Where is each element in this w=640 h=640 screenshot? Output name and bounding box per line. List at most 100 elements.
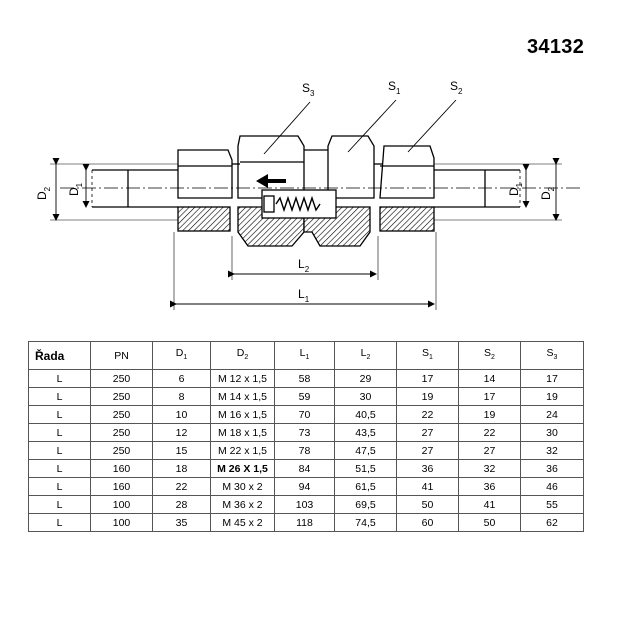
table-cell: 19 (458, 405, 521, 424)
table-cell: 27 (458, 441, 521, 460)
table-cell: M 16 x 1,5 (210, 405, 275, 424)
table-cell: 29 (334, 369, 397, 388)
table-cell: 32 (520, 441, 584, 460)
table-cell: 12 (152, 423, 211, 442)
table-cell: 24 (520, 405, 584, 424)
table-cell: 17 (396, 369, 459, 388)
table-cell: 46 (520, 477, 584, 496)
table-cell: 36 (458, 477, 521, 496)
table-cell: 40,5 (334, 405, 397, 424)
table-cell: 27 (396, 423, 459, 442)
table-cell: 15 (152, 441, 211, 460)
table-cell: L (28, 387, 91, 406)
table-cell: M 12 x 1,5 (210, 369, 275, 388)
flow-direction-arrow (256, 174, 286, 188)
table-cell: 22 (152, 477, 211, 496)
table-cell: 47,5 (334, 441, 397, 460)
table-cell: 58 (274, 369, 335, 388)
label-s1: S1 (388, 79, 401, 96)
header-s2: S2 (458, 341, 521, 370)
table-cell: 160 (90, 459, 153, 478)
header-s1: S1 (396, 341, 459, 370)
label-d1-right: D1 (507, 182, 524, 196)
table-cell: 14 (458, 369, 521, 388)
table-cell: 60 (396, 513, 459, 532)
table-cell: 22 (458, 423, 521, 442)
table-cell: 250 (90, 369, 153, 388)
table-cell: 22 (396, 405, 459, 424)
table-cell: 41 (396, 477, 459, 496)
header-rada: Řada (28, 341, 91, 370)
table-cell: L (28, 441, 91, 460)
table-cell: L (28, 369, 91, 388)
table-cell: 10 (152, 405, 211, 424)
table-cell: 73 (274, 423, 335, 442)
table-cell: 8 (152, 387, 211, 406)
table-cell: 30 (334, 387, 397, 406)
table-cell: M 18 x 1,5 (210, 423, 275, 442)
table-cell: L (28, 513, 91, 532)
table-cell: 78 (274, 441, 335, 460)
header-l1: L1 (274, 341, 335, 370)
label-d1-left: D1 (67, 182, 84, 196)
table-cell: 36 (396, 459, 459, 478)
header-d2: D2 (210, 341, 275, 370)
table-cell: M 36 x 2 (210, 495, 275, 514)
table-cell: 250 (90, 423, 153, 442)
table-cell: 103 (274, 495, 335, 514)
check-valve-technical-drawing: S3 S1 S2 D2 D1 D1 D2 L2 L1 (35, 79, 580, 310)
table-cell: 250 (90, 405, 153, 424)
label-s2: S2 (450, 79, 463, 96)
header-d1: D1 (152, 341, 211, 370)
table-cell: 59 (274, 387, 335, 406)
table-cell: 28 (152, 495, 211, 514)
label-l1: L1 (298, 287, 310, 304)
table-cell: 61,5 (334, 477, 397, 496)
table-cell: 19 (520, 387, 584, 406)
table-cell: M 45 x 2 (210, 513, 275, 532)
table-cell: 250 (90, 441, 153, 460)
table-cell: 36 (520, 459, 584, 478)
label-s3: S3 (302, 81, 315, 98)
table-cell: 51,5 (334, 459, 397, 478)
table-cell: M 22 x 1,5 (210, 441, 275, 460)
product-code: 34132 (527, 36, 585, 58)
body-outline (60, 135, 580, 247)
table-cell: 74,5 (334, 513, 397, 532)
table-cell: 70 (274, 405, 335, 424)
table-cell: 30 (520, 423, 584, 442)
table-cell: 32 (458, 459, 521, 478)
table-cell: 6 (152, 369, 211, 388)
label-d2-right: D2 (539, 186, 556, 200)
table-cell: 100 (90, 513, 153, 532)
table-cell: 55 (520, 495, 584, 514)
label-d2-left: D2 (35, 186, 52, 200)
header-pn: PN (90, 341, 153, 370)
table-cell: L (28, 423, 91, 442)
header-l2: L2 (334, 341, 397, 370)
table-cell: M 14 x 1,5 (210, 387, 275, 406)
table-cell: M 26 X 1,5 (210, 459, 275, 478)
table-cell: L (28, 477, 91, 496)
table-cell: 84 (274, 459, 335, 478)
table-cell: 50 (396, 495, 459, 514)
table-cell: 27 (396, 441, 459, 460)
table-cell: 69,5 (334, 495, 397, 514)
table-cell: 118 (274, 513, 335, 532)
table-cell: 17 (458, 387, 521, 406)
table-cell: 62 (520, 513, 584, 532)
table-cell: 250 (90, 387, 153, 406)
table-cell: L (28, 405, 91, 424)
label-l2: L2 (298, 257, 310, 274)
